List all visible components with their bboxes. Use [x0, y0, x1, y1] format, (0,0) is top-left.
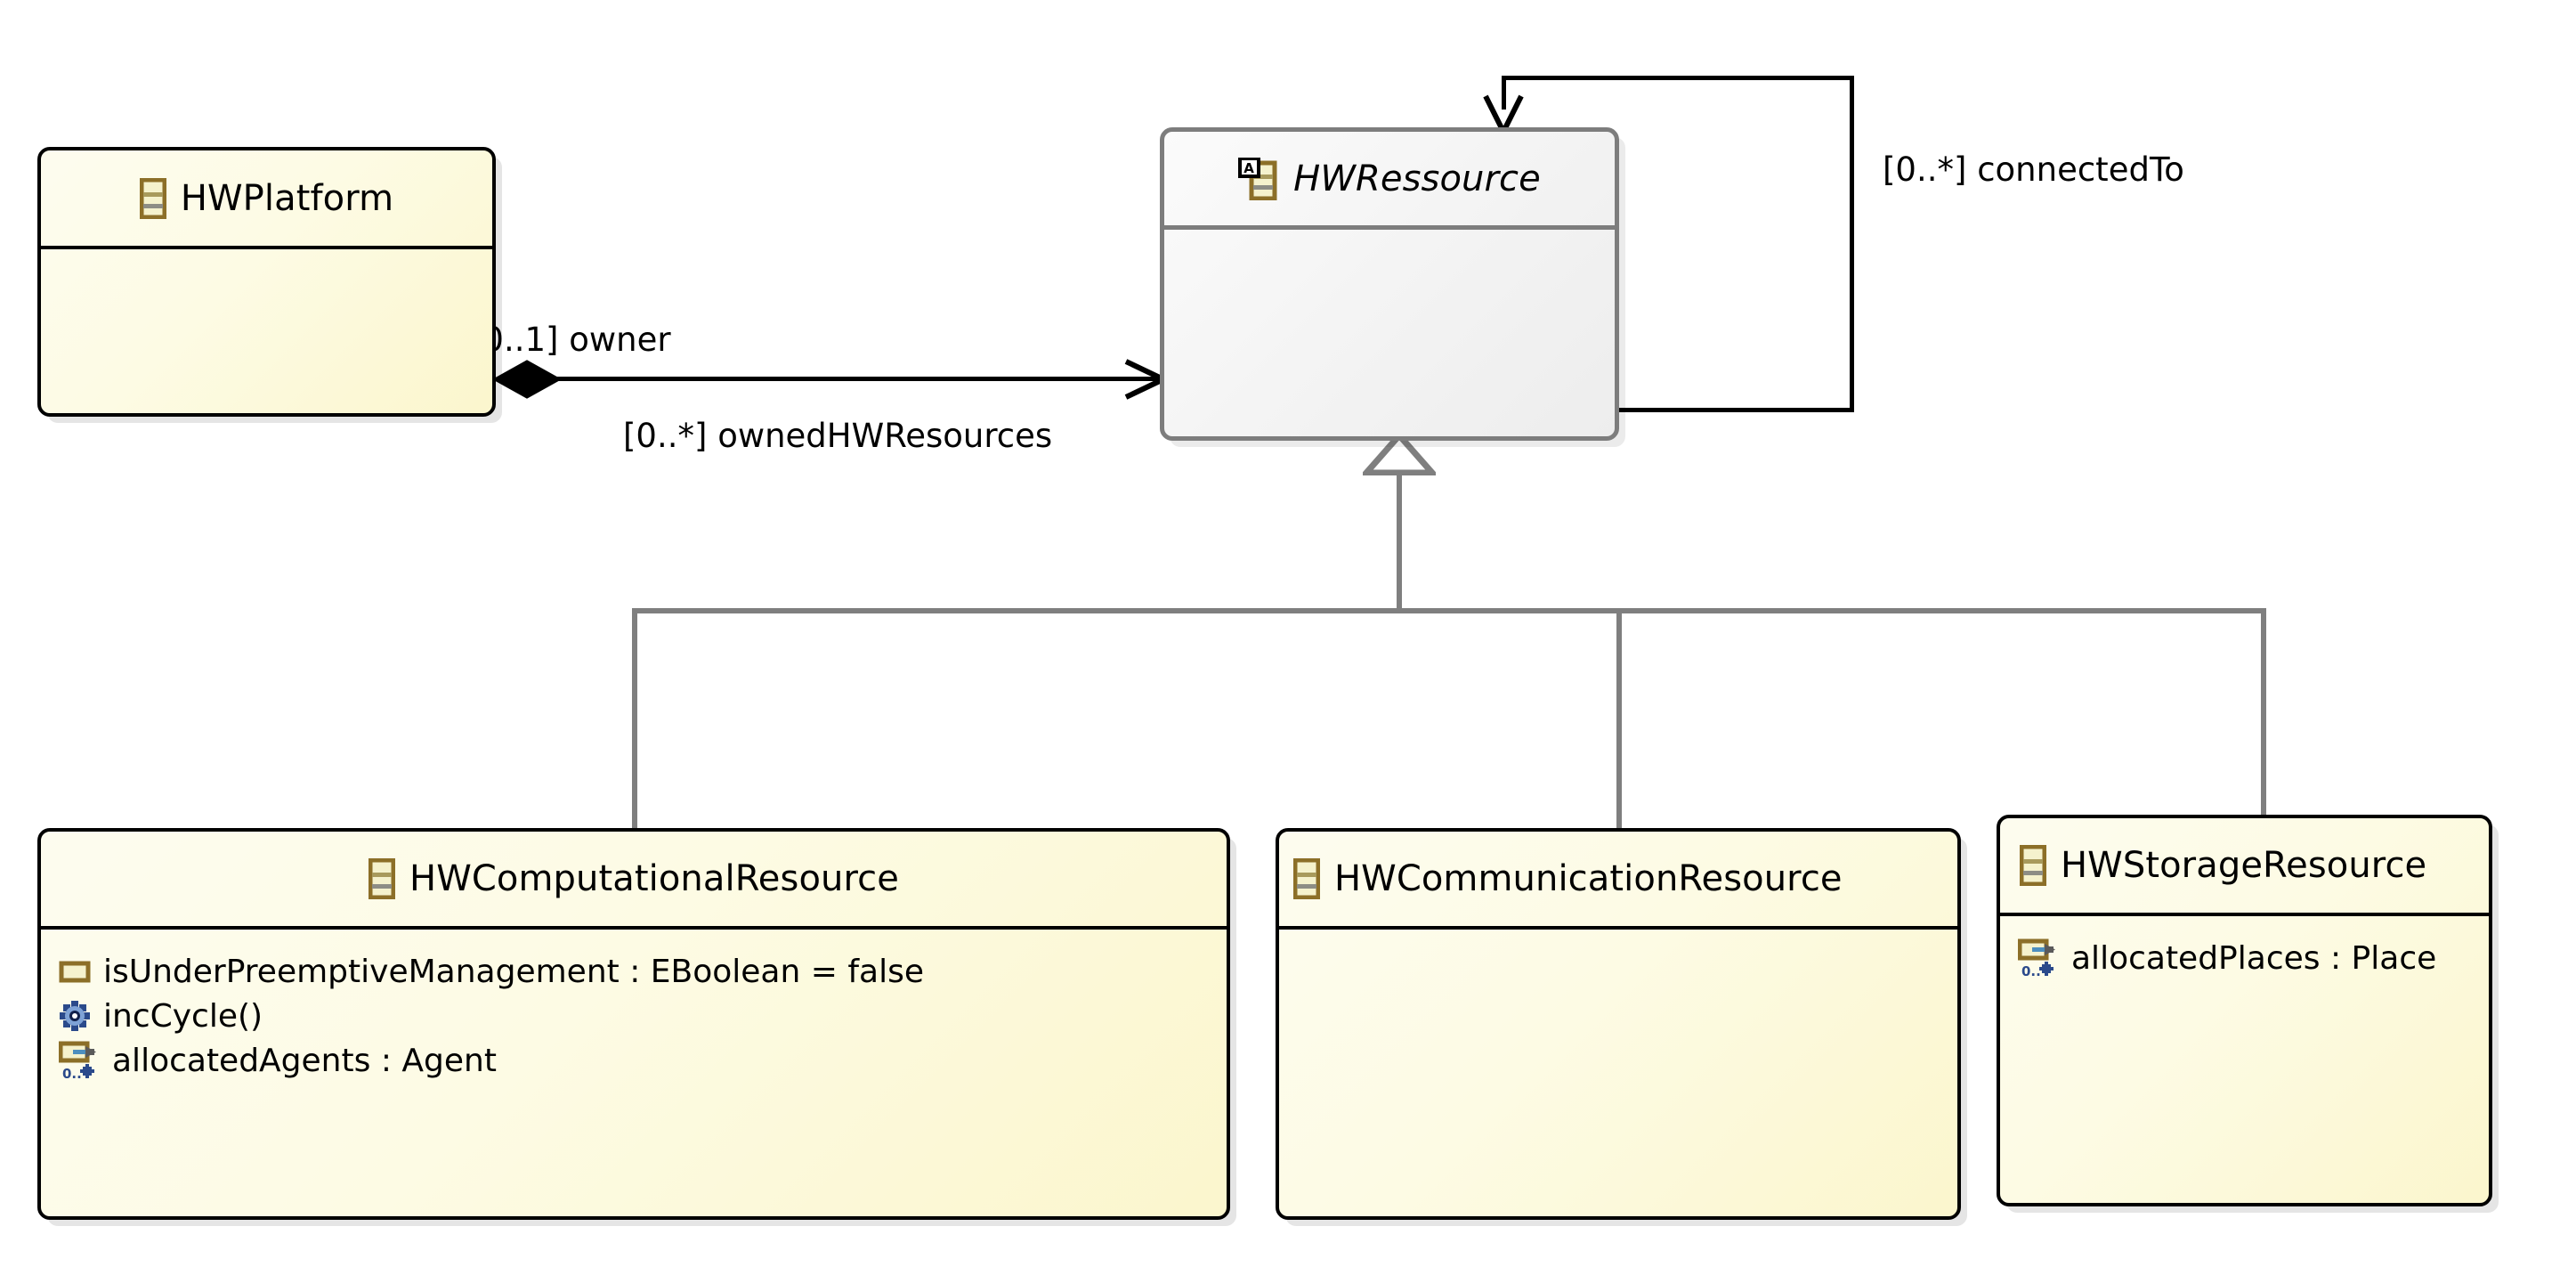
feature-row[interactable]: incCycle() — [59, 994, 1227, 1038]
generalization-branch-communication — [1616, 608, 1622, 828]
generalization-branch-storage — [2261, 608, 2266, 815]
ereference-many-icon: 0.. — [58, 1040, 100, 1082]
eoperation-icon — [59, 1000, 91, 1032]
class-name-hwressource: HWRessource — [1293, 158, 1541, 199]
class-box-hwplatform[interactable]: HWPlatform — [37, 147, 496, 417]
class-name-hwcommunicationresource: HWCommunicationResource — [1334, 858, 1843, 899]
class-name-hwstorageresource: HWStorageResource — [2061, 845, 2427, 886]
class-header-hwplatform: HWPlatform — [41, 150, 492, 249]
connectedto-bottom-horizontal — [1613, 408, 1854, 412]
class-body-hwcommunicationresource — [1279, 930, 1957, 1216]
feature-label: incCycle() — [103, 997, 263, 1035]
class-header-hwcommunicationresource: HWCommunicationResource — [1279, 832, 1957, 930]
ereference-many-icon: 0.. — [2017, 938, 2059, 979]
svg-text:0..: 0.. — [62, 1066, 82, 1081]
eclass-icon — [368, 857, 396, 900]
composition-diamond — [491, 358, 563, 401]
class-body-hwcomputationalresource: isUnderPreemptiveManagement : EBoolean =… — [41, 930, 1227, 1216]
class-header-hwressource: A HWRessource — [1164, 132, 1615, 230]
connectedto-left-vertical — [1502, 76, 1506, 110]
generalization-arrowhead — [1359, 430, 1439, 476]
class-box-hwstorageresource[interactable]: HWStorageResource 0.. — [1997, 815, 2492, 1206]
generalization-stem — [1397, 452, 1402, 611]
class-body-hwplatform — [41, 249, 492, 413]
edge-label-owner: [0..1] owner — [470, 321, 671, 359]
connectedto-top-horizontal — [1502, 76, 1854, 80]
eclass-abstract-icon: A — [1238, 156, 1279, 200]
class-body-hwstorageresource: 0.. allocatedPlaces : Place — [2000, 916, 2489, 1203]
generalization-branch-computational — [632, 608, 637, 828]
composition-line — [507, 377, 1157, 381]
edge-label-connectedto: [0..*] connectedTo — [1883, 150, 2184, 189]
connectedto-right-vertical — [1850, 76, 1854, 412]
feature-row[interactable]: isUnderPreemptiveManagement : EBoolean =… — [59, 949, 1227, 994]
class-body-hwressource — [1164, 230, 1615, 436]
class-header-hwcomputationalresource: HWComputationalResource — [41, 832, 1227, 930]
feature-row[interactable]: 0.. allocatedPlaces : Place — [2017, 936, 2489, 980]
class-box-hwcommunicationresource[interactable]: HWCommunicationResource — [1276, 828, 1961, 1220]
eclass-icon — [2019, 844, 2047, 887]
class-name-hwcomputationalresource: HWComputationalResource — [409, 858, 899, 899]
feature-row[interactable]: 0.. allocatedAgents : Agent — [58, 1038, 1227, 1083]
class-box-hwcomputationalresource[interactable]: HWComputationalResource isUnderPreemptiv… — [37, 828, 1230, 1220]
class-header-hwstorageresource: HWStorageResource — [2000, 818, 2489, 916]
edge-label-ownedhwresources: [0..*] ownedHWResources — [623, 417, 1053, 455]
eclass-icon — [1292, 857, 1321, 900]
svg-text:0..: 0.. — [2021, 963, 2041, 979]
generalization-crossbar — [632, 608, 2266, 613]
feature-label: allocatedPlaces : Place — [2071, 939, 2437, 977]
eclass-icon — [139, 177, 167, 219]
class-box-hwressource[interactable]: A HWRessource — [1160, 127, 1619, 441]
class-name-hwplatform: HWPlatform — [180, 177, 394, 219]
svg-text:A: A — [1243, 160, 1254, 176]
feature-label: allocatedAgents : Agent — [112, 1042, 497, 1079]
eattribute-icon — [59, 959, 91, 984]
feature-label: isUnderPreemptiveManagement : EBoolean =… — [103, 953, 924, 990]
